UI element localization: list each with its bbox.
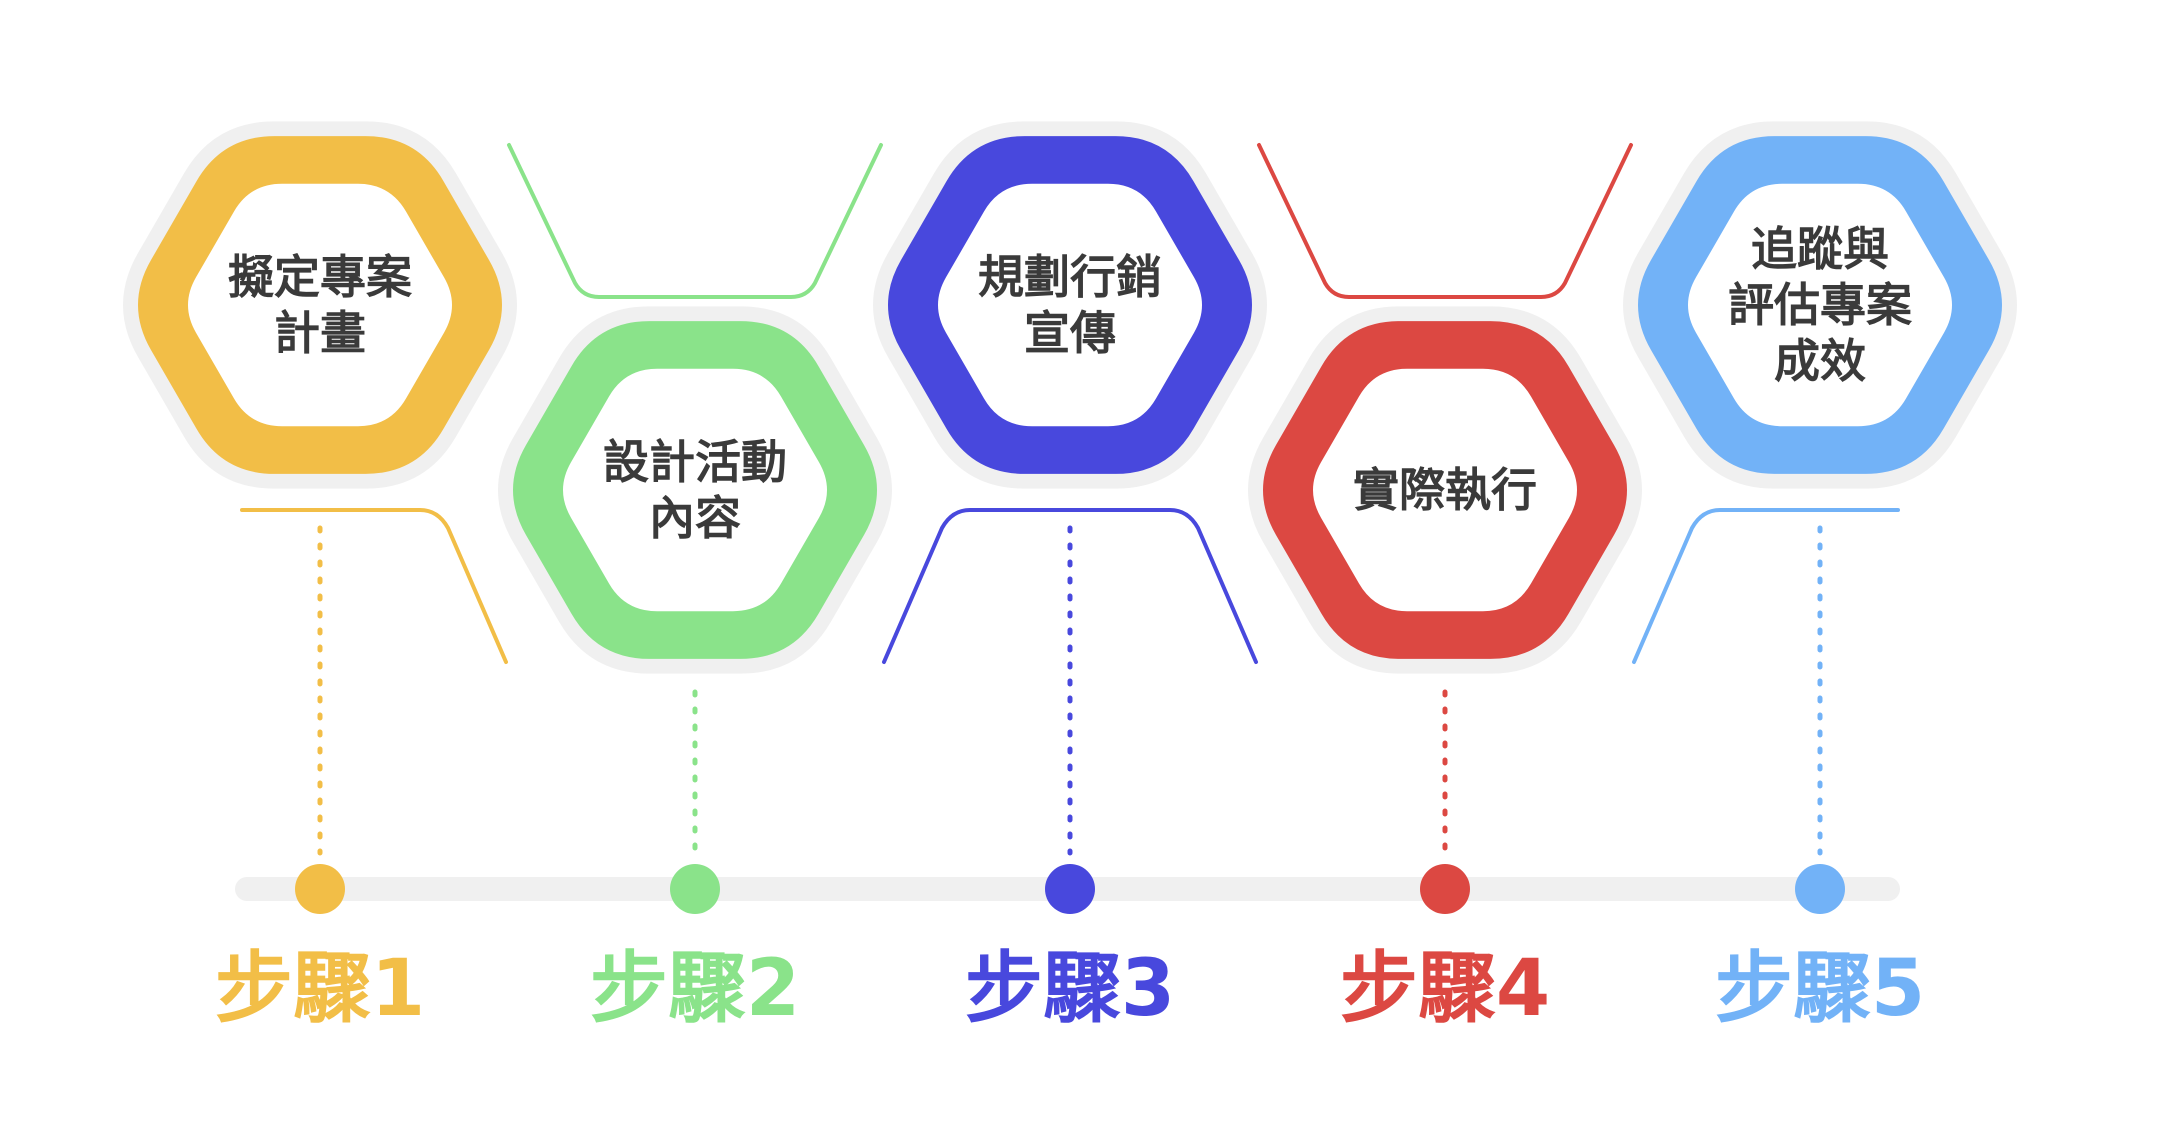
hexagon-inner [563, 368, 827, 612]
hexagon-text: 設計活動 [603, 435, 787, 489]
hexagon-text: 實際執行 [1353, 463, 1537, 517]
step-label: 步驟4 [1340, 944, 1550, 1034]
hexagon-inner [1313, 368, 1577, 612]
timeline-dot [295, 864, 345, 914]
hexagon-text: 擬定專案 [228, 250, 413, 304]
bracket-line [1257, 143, 1633, 299]
steps-layer: 擬定專案計畫步驟1設計活動內容步驟2規劃行銷宣傳步驟3實際執行步驟4追蹤與評估專… [123, 121, 2017, 1034]
hexagon-text: 內容 [649, 491, 741, 545]
step-label: 步驟5 [1715, 944, 1925, 1034]
hexagon-inner [1688, 183, 1952, 427]
step-label: 步驟2 [590, 944, 800, 1034]
bracket-line [882, 508, 1258, 664]
timeline-dot [1045, 864, 1095, 914]
bracket-line [240, 508, 508, 664]
hexagon-text: 追蹤與 [1751, 222, 1889, 276]
bracket-line [1632, 508, 1900, 664]
hexagon-inner [938, 183, 1202, 427]
hexagon-text: 規劃行銷 [978, 250, 1162, 304]
hexagon-text: 評估專案 [1728, 278, 1913, 332]
hexagon-text: 計畫 [274, 306, 366, 360]
hexagon-text: 成效 [1774, 334, 1866, 388]
step-label: 步驟3 [965, 944, 1175, 1034]
timeline-dot [670, 864, 720, 914]
bracket-line [507, 143, 883, 299]
hexagon-inner [188, 183, 452, 427]
timeline-dot [1795, 864, 1845, 914]
hexagon-text: 宣傳 [1024, 306, 1116, 360]
step-label: 步驟1 [215, 944, 425, 1034]
timeline-dot [1420, 864, 1470, 914]
